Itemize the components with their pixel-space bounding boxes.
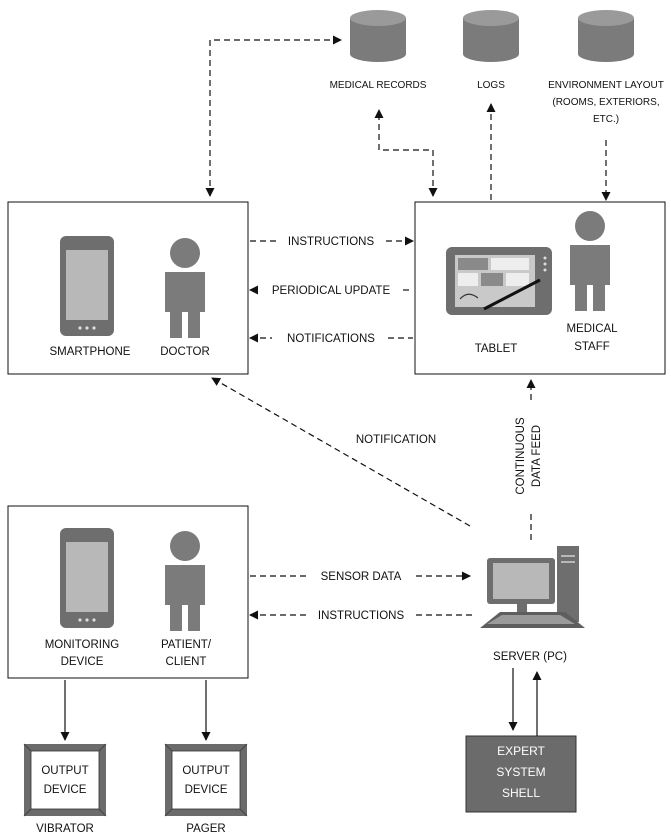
sensor-data-label: SENSOR DATA: [321, 571, 402, 583]
patient-label-line1: PATIENT/: [161, 639, 212, 651]
logs-database-icon: [463, 10, 519, 62]
logs-label: LOGS: [477, 80, 505, 91]
vibrator-box-label-line2: DEVICE: [44, 784, 87, 796]
continuous-data-feed-label-line2: DATA FEED: [531, 425, 543, 487]
server-pc-icon: [480, 546, 585, 628]
vibrator-box-label-line1: OUTPUT: [41, 765, 88, 777]
smartphone-icon: [60, 236, 114, 336]
doctor-person-icon: [165, 238, 205, 338]
server-label: SERVER (PC): [493, 651, 567, 663]
medical-records-database-icon: [350, 10, 406, 62]
medical-staff-label-line2: STAFF: [574, 341, 610, 353]
doctor-records-connector: [205, 35, 342, 197]
continuous-data-feed-label-line1: CONTINUOUS: [515, 417, 527, 495]
notifications-label: NOTIFICATIONS: [287, 333, 375, 345]
doctor-label: DOCTOR: [160, 346, 210, 358]
doctor-box: [7, 201, 249, 375]
tablet-icon: [446, 247, 552, 315]
medical-records-label: MEDICAL RECORDS: [330, 80, 427, 91]
monitoring-device-label-line2: DEVICE: [61, 656, 104, 668]
patient-person-icon: [165, 531, 205, 631]
patient-label-line2: CLIENT: [166, 656, 207, 668]
expert-system-label-line3: SHELL: [502, 786, 540, 800]
pager-box-label-line2: DEVICE: [185, 784, 228, 796]
tablet-label: TABLET: [475, 343, 518, 355]
vibrator-output-device-box: [23, 743, 107, 817]
environment-layout-database-icon: [578, 10, 634, 62]
vibrator-label: VIBRATOR: [36, 823, 94, 835]
pager-label: PAGER: [186, 823, 225, 835]
expert-system-box: [465, 735, 577, 813]
environment-layout-label-line2: (ROOMS, EXTERIORS,: [552, 97, 659, 108]
medical-staff-person-icon: [570, 211, 610, 311]
monitoring-device-label-line1: MONITORING: [45, 639, 120, 651]
environment-layout-label-line3: ETC.): [593, 114, 619, 125]
expert-system-label-line1: EXPERT: [497, 744, 545, 758]
notification-diagonal-connector: [211, 377, 471, 527]
tablet-records-connector: [374, 109, 438, 197]
periodical-update-label: PERIODICAL UPDATE: [272, 285, 391, 297]
smartphone-label: SMARTPHONE: [50, 346, 131, 358]
notification-label: NOTIFICATION: [356, 434, 436, 446]
medical-staff-label-line1: MEDICAL: [566, 323, 618, 335]
expert-system-label-line2: SYSTEM: [496, 765, 545, 779]
monitoring-device-icon: [60, 528, 114, 628]
pager-output-device-box: [164, 743, 248, 817]
patient-box: [7, 505, 249, 679]
instructions-top-label: INSTRUCTIONS: [288, 236, 375, 248]
data-feed-label-mask: [506, 400, 544, 512]
environment-layout-label-line1: ENVIRONMENT LAYOUT: [548, 80, 664, 91]
instructions-bottom-label: INSTRUCTIONS: [318, 610, 405, 622]
pager-box-label-line1: OUTPUT: [182, 765, 229, 777]
